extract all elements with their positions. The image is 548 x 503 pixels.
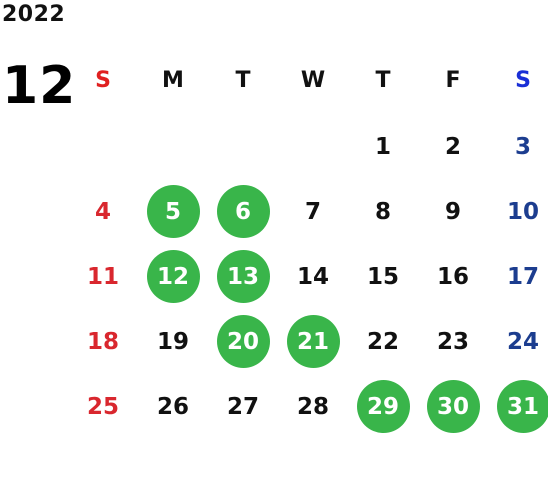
day-cell: 24 [488,309,548,374]
day-cell: 20 [208,309,278,374]
day-cell: 6 [208,179,278,244]
day-cell: 21 [278,309,348,374]
day-cell: 29 [348,374,418,439]
day-number: 16 [436,263,469,290]
day-cell: 9 [418,179,488,244]
weekday-mon: M [162,67,184,93]
year-label: 2022 [2,2,66,27]
day-number [147,120,200,173]
weekday-sat: S [515,67,531,93]
day-number: 15 [366,263,399,290]
day-number: 26 [156,393,189,420]
day-cell: 17 [488,244,548,309]
weekday-fri: F [445,67,461,93]
day-cell: 4 [68,179,138,244]
day-cell: 31 [488,374,548,439]
day-cell: 1 [348,114,418,179]
day-number: 2 [444,133,461,160]
day-number: 11 [86,263,119,290]
day-cell: 5 [138,179,208,244]
day-cell: 19 [138,309,208,374]
day-cell: 30 [418,374,488,439]
day-cell: 13 [208,244,278,309]
day-number: 22 [366,328,399,355]
day-number: 20 [216,315,270,368]
day-cell [68,114,138,179]
day-number: 21 [286,315,340,368]
weekday-thu: T [375,67,391,93]
day-cell: 25 [68,374,138,439]
day-number: 9 [444,198,461,225]
day-number: 17 [506,263,539,290]
day-number: 1 [374,133,391,160]
day-cell [208,114,278,179]
day-cell: 2 [418,114,488,179]
day-number: 12 [146,250,200,303]
day-cell: 27 [208,374,278,439]
week-row-3: 11 12 13 14 15 16 17 [68,244,548,309]
day-number: 25 [86,393,119,420]
day-cell: 26 [138,374,208,439]
day-number: 4 [94,198,111,225]
day-number: 19 [156,328,189,355]
day-cell: 22 [348,309,418,374]
calendar-grid: S M T W T F S 1 2 3 4 5 6 7 8 9 10 11 12… [68,46,548,439]
weekday-wed: W [300,67,326,93]
day-number: 10 [506,198,539,225]
day-number: 28 [296,393,329,420]
day-number [217,120,270,173]
day-cell: 28 [278,374,348,439]
day-number: 6 [216,185,270,238]
day-cell: 7 [278,179,348,244]
day-cell: 18 [68,309,138,374]
day-number: 18 [86,328,119,355]
day-number [77,120,130,173]
day-number: 7 [304,198,321,225]
day-number: 27 [226,393,259,420]
day-cell: 10 [488,179,548,244]
day-cell: 23 [418,309,488,374]
day-number: 3 [514,133,531,160]
day-cell [278,114,348,179]
day-cell: 12 [138,244,208,309]
day-cell: 8 [348,179,418,244]
day-number [287,120,340,173]
day-number: 5 [146,185,200,238]
day-number: 31 [496,380,548,433]
weekday-sun: S [95,67,111,93]
day-number: 30 [426,380,480,433]
day-number: 24 [506,328,539,355]
week-row-1: 1 2 3 [68,114,548,179]
weekday-header-row: S M T W T F S [68,46,548,114]
week-row-2: 4 5 6 7 8 9 10 [68,179,548,244]
day-cell: 16 [418,244,488,309]
weekday-tue: T [235,67,251,93]
day-number: 8 [374,198,391,225]
week-row-4: 18 19 20 21 22 23 24 [68,309,548,374]
day-number: 13 [216,250,270,303]
day-cell: 14 [278,244,348,309]
day-cell: 11 [68,244,138,309]
month-label: 12 [2,56,77,116]
day-number: 23 [436,328,469,355]
day-cell: 3 [488,114,548,179]
week-row-5: 25 26 27 28 29 30 31 [68,374,548,439]
day-number: 14 [296,263,329,290]
day-cell: 15 [348,244,418,309]
day-cell [138,114,208,179]
day-number: 29 [356,380,410,433]
